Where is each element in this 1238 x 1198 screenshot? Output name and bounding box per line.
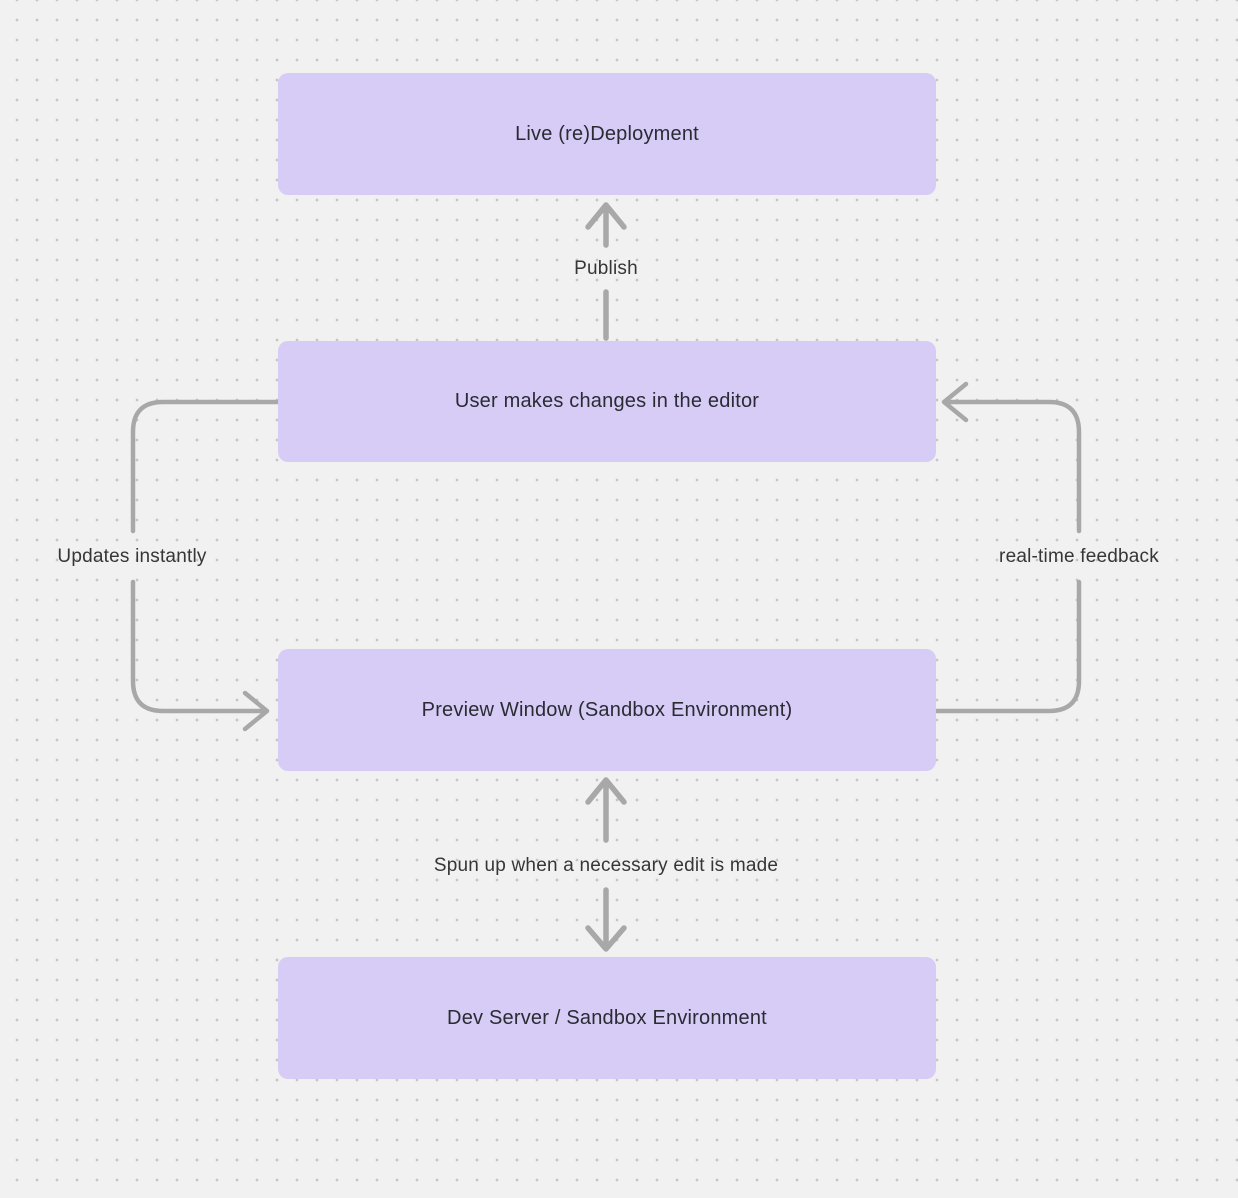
publish-arrow-head-segment xyxy=(585,202,627,248)
edge-label-spun-up: Spun up when a necessary edit is made xyxy=(433,855,779,876)
node-preview-window: Preview Window (Sandbox Environment) xyxy=(278,649,936,771)
node-user-makes-changes: User makes changes in the editor xyxy=(278,341,936,462)
updates-instantly-arrow-upper-segment xyxy=(130,399,281,534)
node-live-redeployment: Live (re)Deployment xyxy=(278,73,936,195)
real-time-feedback-arrow-upper-segment xyxy=(941,381,1082,534)
edge-label-publish: Publish xyxy=(574,258,638,279)
node-preview-window-label: Preview Window (Sandbox Environment) xyxy=(421,698,793,721)
node-live-redeployment-label: Live (re)Deployment xyxy=(515,122,699,145)
edge-label-updates-instantly: Updates instantly xyxy=(57,546,207,567)
node-dev-server: Dev Server / Sandbox Environment xyxy=(278,957,936,1079)
real-time-feedback-arrow-lower-segment xyxy=(933,579,1082,714)
edge-label-real-time-feedback: real-time feedback xyxy=(999,546,1159,567)
spun-up-arrow-up-segment xyxy=(585,777,627,843)
updates-instantly-arrow-lower-segment xyxy=(130,579,270,732)
node-user-makes-changes-label: User makes changes in the editor xyxy=(454,390,760,412)
spun-up-arrow-down-segment xyxy=(585,887,627,952)
node-dev-server-label: Dev Server / Sandbox Environment xyxy=(447,1006,767,1029)
